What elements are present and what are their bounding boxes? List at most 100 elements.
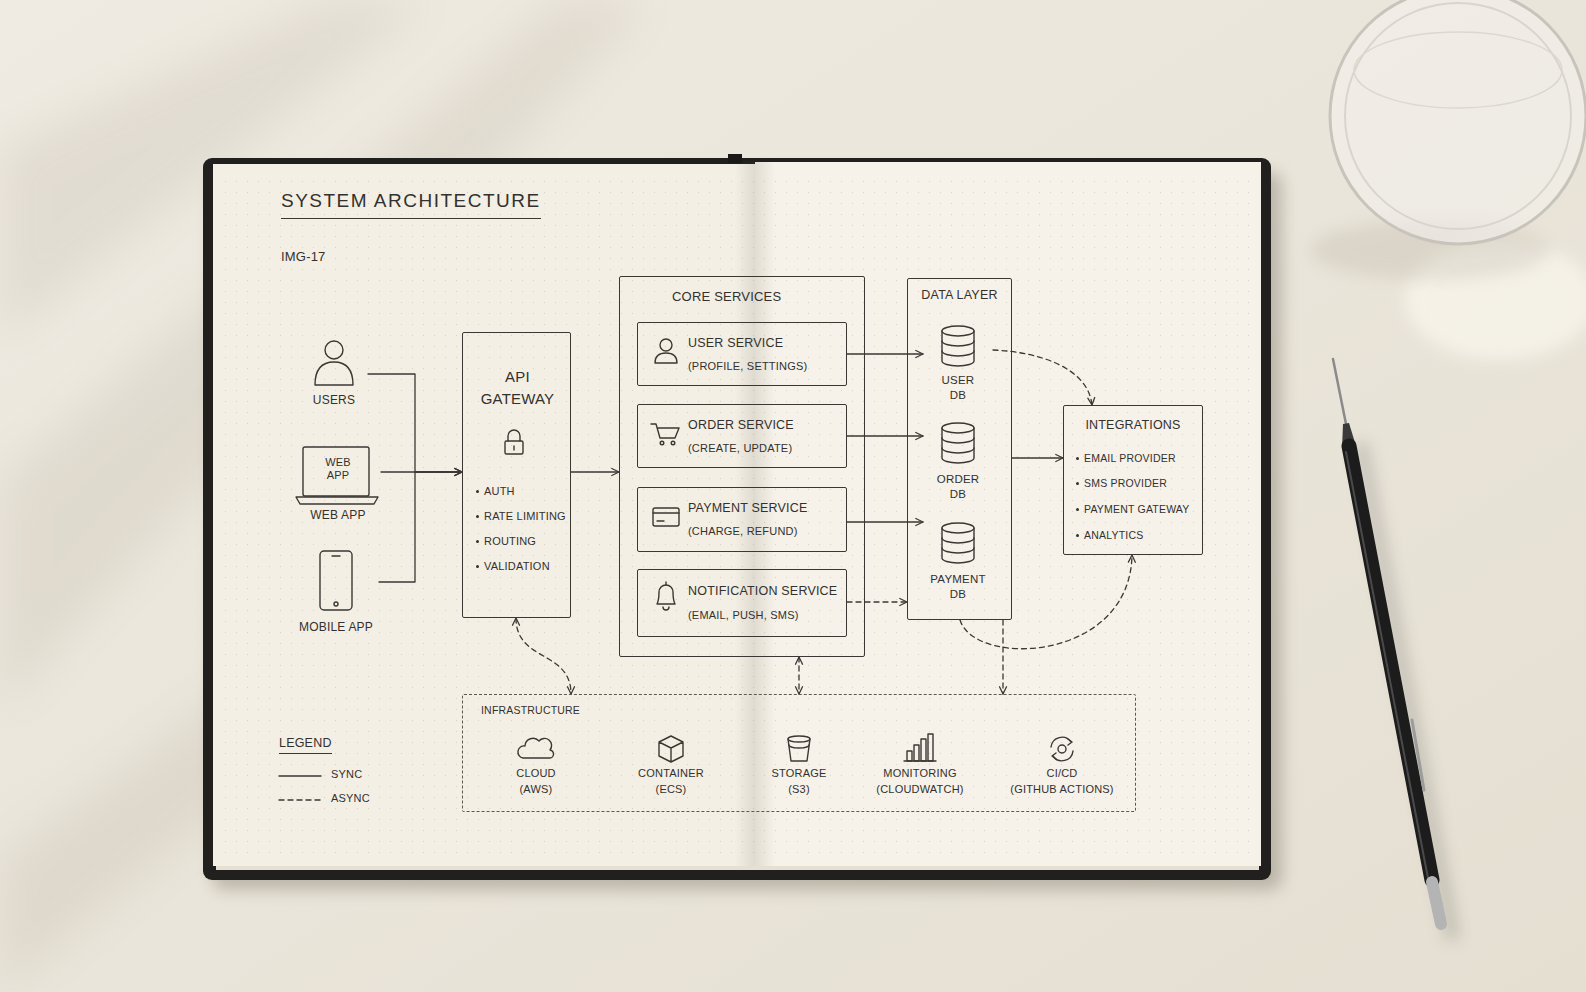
figure-id: IMG-17 (281, 249, 326, 265)
arrowhead (513, 618, 520, 625)
connector-line (516, 618, 571, 694)
bullet-item: AUTH (484, 485, 515, 498)
bullet-item: VALIDATION (484, 560, 550, 573)
async-connector (993, 350, 1095, 405)
connector-line (847, 435, 923, 436)
infra-name: MONITORING (865, 767, 975, 780)
connector-line (993, 350, 1092, 405)
screen-text: WEB APP (315, 456, 361, 482)
infra-item: MONITORING(CLOUDWATCH) (865, 728, 975, 800)
container-icon (659, 736, 683, 762)
client-label: MOBILE APP (293, 620, 379, 634)
infra-name: CLOUD (481, 767, 591, 780)
arrowhead (1128, 555, 1135, 562)
bell-icon (657, 582, 675, 610)
diagram-title: SYSTEM ARCHITECTURE (281, 190, 541, 219)
group-title: INTEGRATIONS (1064, 418, 1202, 433)
arrowhead (796, 657, 803, 664)
arrowhead (568, 687, 575, 694)
arrowhead (916, 351, 923, 358)
integrations-box: INTEGRATIONSEMAIL PROVIDERSMS PROVIDERPA… (1063, 405, 1203, 555)
service-box: PAYMENT SERVICE(CHARGE, REFUND) (637, 487, 847, 552)
database-icon (942, 523, 974, 563)
database-label: ORDER DB (932, 472, 984, 502)
arrowhead (796, 687, 803, 694)
gateway-title: API GATEWAY (473, 366, 562, 410)
infra-detail: (ECS) (616, 783, 726, 796)
service-box: NOTIFICATION SERVICE (EMAIL, PUSH, SMS) (637, 569, 847, 637)
client-node: WEB APP WEB APP (295, 444, 381, 525)
service-box: ORDER SERVICE (CREATE, UPDATE) (637, 404, 847, 468)
async-connector (847, 599, 907, 606)
bullet-item: ROUTING (484, 535, 536, 548)
laptop-icon (296, 447, 378, 504)
connector-line (847, 353, 923, 354)
service-name: USER SERVICE (688, 336, 783, 351)
service-detail: (CREATE, UPDATE) (688, 442, 792, 455)
database-node: USER DB (923, 322, 993, 408)
lock-icon (505, 430, 523, 454)
infra-name: CONTAINER (616, 767, 726, 780)
sync-connector (368, 374, 462, 476)
arrowhead (1000, 687, 1007, 694)
bullet-dot (476, 515, 479, 518)
infra-name: STORAGE (744, 767, 854, 780)
client-label: USERS (300, 393, 368, 407)
infra-item: CI/CD (GITHUB ACTIONS) (1000, 728, 1124, 800)
database-node: PAYMENT DB (923, 519, 995, 607)
bullet-dot (1076, 457, 1079, 460)
gateway-box: API GATEWAYAUTHRATE LIMITINGROUTINGVALID… (462, 332, 571, 618)
bullet-dot (476, 540, 479, 543)
sync-connector (571, 469, 619, 476)
storage-icon (788, 736, 810, 761)
bullet-dot (1076, 482, 1079, 485)
bullet-item: SMS PROVIDER (1084, 477, 1167, 490)
client-node: MOBILE APP (293, 548, 379, 637)
legend-heading: LEGEND (279, 736, 332, 754)
legend-text: ASYNC (331, 792, 370, 805)
database-icon (942, 423, 974, 463)
group-title: DATA LAYER (908, 288, 1011, 303)
infra-detail: (GITHUB ACTIONS) (1000, 783, 1124, 796)
client-label: WEB APP (295, 508, 381, 522)
bullet-dot (1076, 534, 1079, 537)
service-name: NOTIFICATION SERVICE (688, 584, 837, 599)
infra-detail: (AWS) (481, 783, 591, 796)
service-name: ORDER SERVICE (688, 418, 794, 433)
cloud-icon (518, 738, 554, 758)
client-node: USERS (300, 338, 368, 412)
infra-item: STORAGE(S3) (744, 728, 854, 800)
mechanical-pencil (1333, 359, 1452, 934)
sync-connector (847, 351, 923, 358)
async-connector (960, 555, 1135, 649)
water-glass (1310, 0, 1586, 360)
legend-sync-sample (279, 775, 321, 776)
sync-connector (379, 469, 462, 583)
infra-name: CI/CD (1000, 767, 1124, 780)
service-detail: (CHARGE, REFUND) (688, 525, 798, 538)
arrowhead (916, 519, 923, 526)
group-title: INFRASTRUCTURE (481, 704, 580, 717)
arrowhead (455, 469, 462, 476)
async-connector (513, 618, 575, 694)
connector-line (798, 657, 799, 694)
cart-icon (651, 424, 679, 445)
sync-connector (847, 519, 923, 526)
bullet-item: EMAIL PROVIDER (1084, 452, 1176, 465)
user-icon (655, 339, 677, 363)
card-icon (653, 508, 679, 526)
sync-connector (847, 433, 923, 440)
legend-async-sample (279, 799, 321, 800)
async-connector (1000, 620, 1007, 694)
arrowhead (612, 469, 619, 476)
connector-line (368, 374, 462, 472)
service-detail: (EMAIL, PUSH, SMS) (688, 609, 799, 622)
infra-item: CLOUD (AWS) (481, 728, 591, 800)
database-node: ORDER DB (923, 419, 993, 507)
cicd-icon (1051, 737, 1073, 761)
connector-line (847, 601, 907, 602)
